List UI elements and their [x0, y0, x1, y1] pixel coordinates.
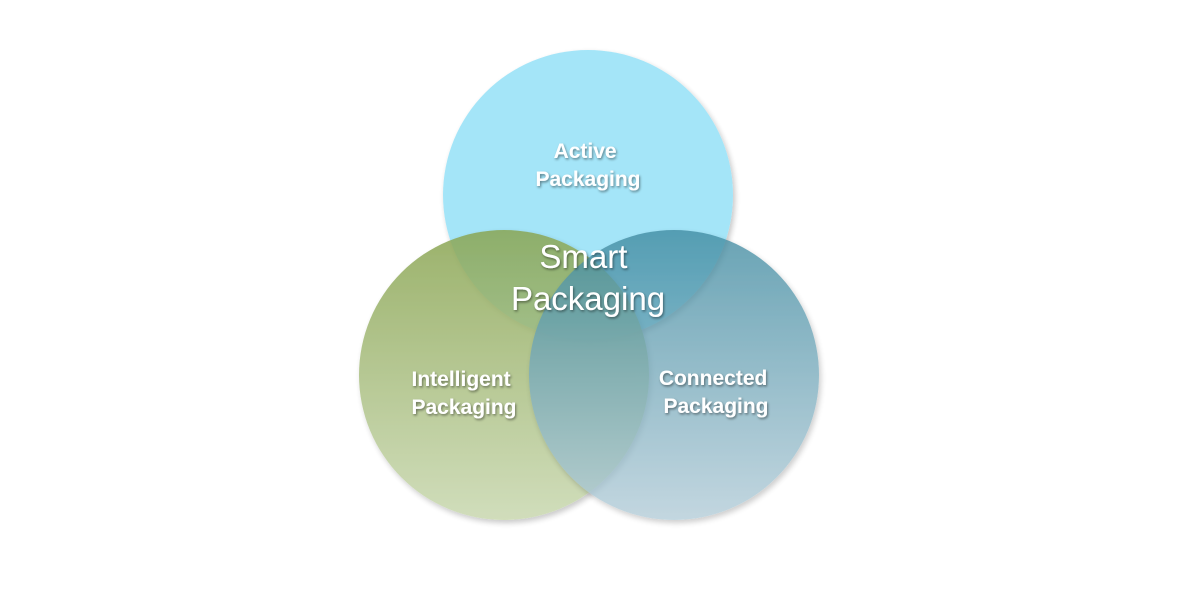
center-label-line2: Packaging [511, 280, 665, 317]
center-label-line1: Smart [539, 238, 627, 275]
active-label-line2: Packaging [535, 168, 640, 191]
active-label-line1: Active [554, 140, 617, 163]
smart-packaging-center-label: Smart Packaging [511, 238, 665, 317]
connected-label-line2: Packaging [663, 395, 768, 418]
active-packaging-label: Active Packaging [535, 140, 640, 191]
intelligent-label-line2: Packaging [411, 396, 516, 419]
intelligent-packaging-label: Intelligent Packaging [411, 368, 516, 419]
connected-packaging-circle [529, 230, 819, 520]
connected-packaging-label: Connected Packaging [659, 367, 773, 418]
connected-label-line1: Connected [659, 367, 768, 390]
intelligent-label-line1: Intelligent [411, 368, 510, 391]
